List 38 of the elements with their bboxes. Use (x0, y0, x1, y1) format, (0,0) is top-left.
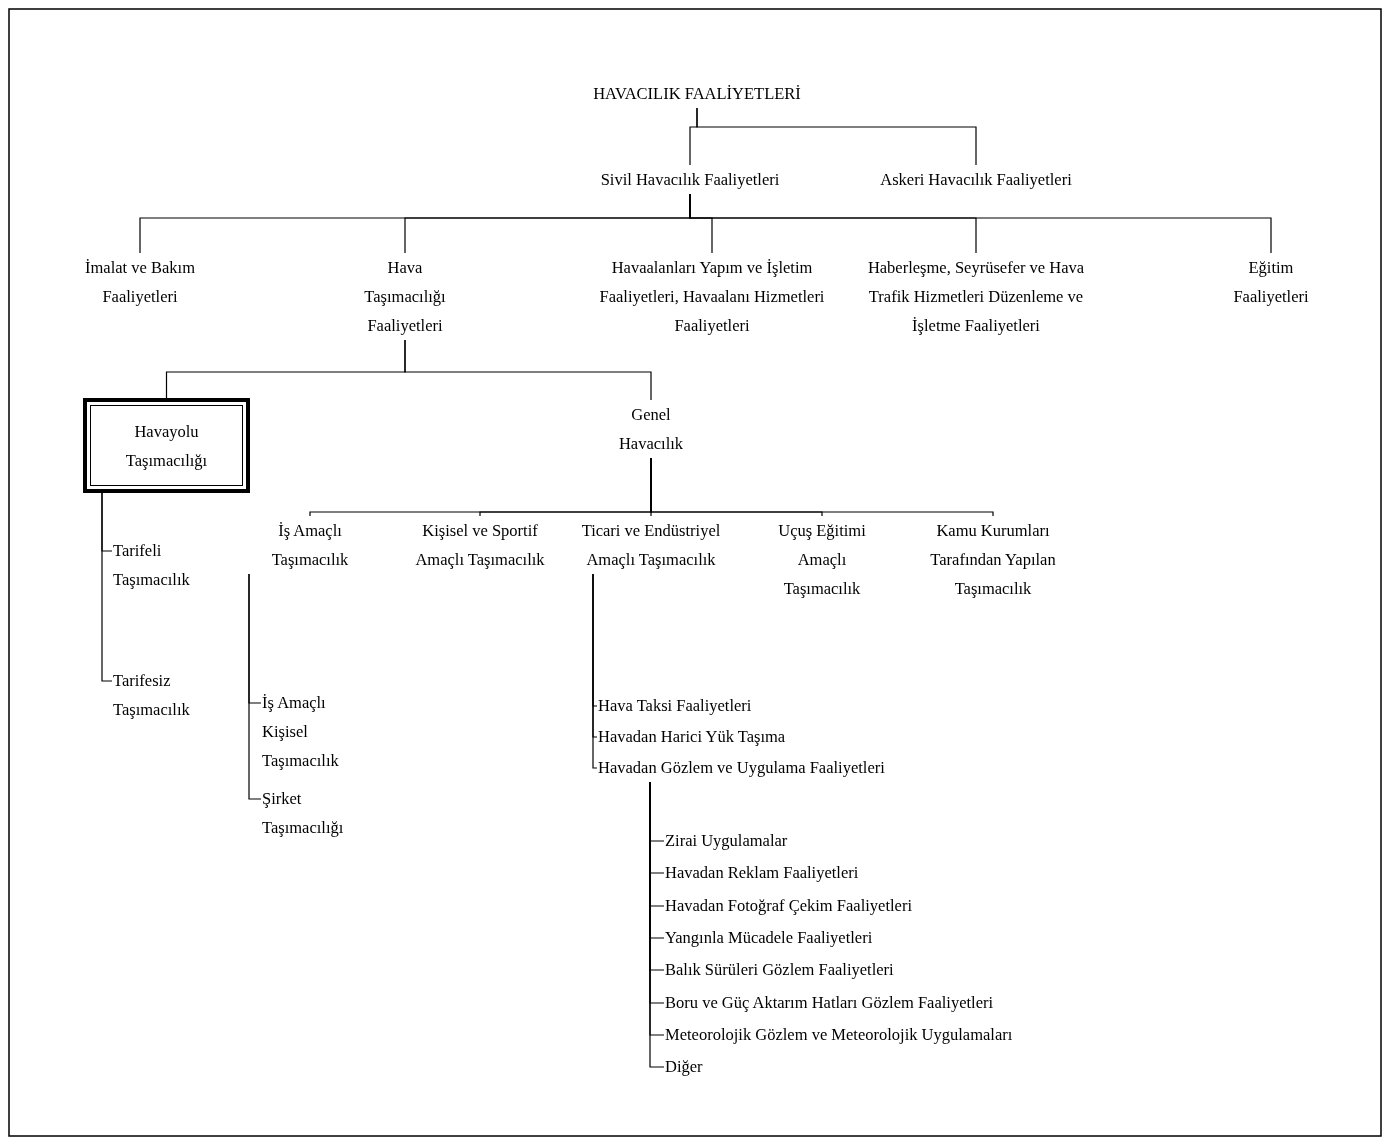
node-label: Tarifeli Taşımacılık (113, 536, 223, 594)
node-label: Boru ve Güç Aktarım Hatları Gözlem Faaliyetleri (665, 988, 994, 1017)
node-label: Hava Taksi Faaliyetleri (598, 691, 752, 720)
node-label: Tarifesiz Taşımacılık (113, 666, 223, 724)
connector-line (696, 107, 977, 166)
node-label: Havadan Fotoğraf Çekim Faaliyetleri (665, 891, 912, 920)
connector-line (101, 492, 113, 682)
node-label: Kamu Kurumları Tarafından Yapılan Taşımacılık (910, 516, 1076, 603)
node-label: İş Amaçlı Kişisel Taşımacılık (262, 688, 367, 775)
node-label: Sivil Havacılık Faaliyetleri (600, 165, 780, 194)
node-label: Havadan Harici Yük Taşıma (598, 722, 786, 751)
node-label: İmalat ve Bakım Faaliyetleri (65, 253, 215, 311)
connector-line (592, 573, 598, 769)
connector-line (248, 573, 262, 800)
node-label: Meteorolojik Gözlem ve Meteorolojik Uygulamaları (665, 1020, 1013, 1049)
node-label: Havadan Reklam Faaliyetleri (665, 858, 859, 887)
node-label: Havadan Gözlem ve Uygulama Faaliyetleri (598, 753, 885, 782)
node-label: HAVACILIK FAALİYETLERİ (593, 79, 801, 108)
connector-line (650, 457, 994, 517)
node-label: Havaalanları Yapım ve İşletim Faaliyetleri, Havaalanı Hizmetleri Faaliyetleri (577, 253, 847, 340)
node-label: Havayolu Taşımacılığı (124, 420, 209, 472)
node-label: Haberleşme, Seyrüsefer ve Hava Trafik Hizmetleri Düzenleme ve İşletme Faaliyetleri (846, 253, 1106, 340)
node-label: Askeri Havacılık Faaliyetleri (880, 165, 1072, 194)
node-label: Uçuş Eğitimi Amaçlı Taşımacılık (764, 516, 880, 603)
highlighted-box (83, 398, 250, 493)
node-label: Ticari ve Endüstriyel Amaçlı Taşımacılık (566, 516, 736, 574)
node-label: Zirai Uygulamalar (665, 826, 788, 855)
node-label: Hava Taşımacılığı Faaliyetleri (355, 253, 455, 340)
node-label: Kişisel ve Sportif Amaçlı Taşımacılık (410, 516, 550, 574)
node-label: Balık Sürüleri Gözlem Faaliyetleri (665, 955, 894, 984)
node-label: Genel Havacılık (611, 400, 691, 458)
node-label: İş Amaçlı Taşımacılık (260, 516, 360, 574)
connector-line (404, 339, 652, 401)
node-label: Diğer (665, 1052, 703, 1081)
node-label: Yangınla Mücadele Faaliyetleri (665, 923, 873, 952)
node-label: Şirket Taşımacılığı (262, 784, 372, 842)
connector-line (689, 193, 1272, 254)
node-label: Eğitim Faaliyetleri (1226, 253, 1316, 311)
